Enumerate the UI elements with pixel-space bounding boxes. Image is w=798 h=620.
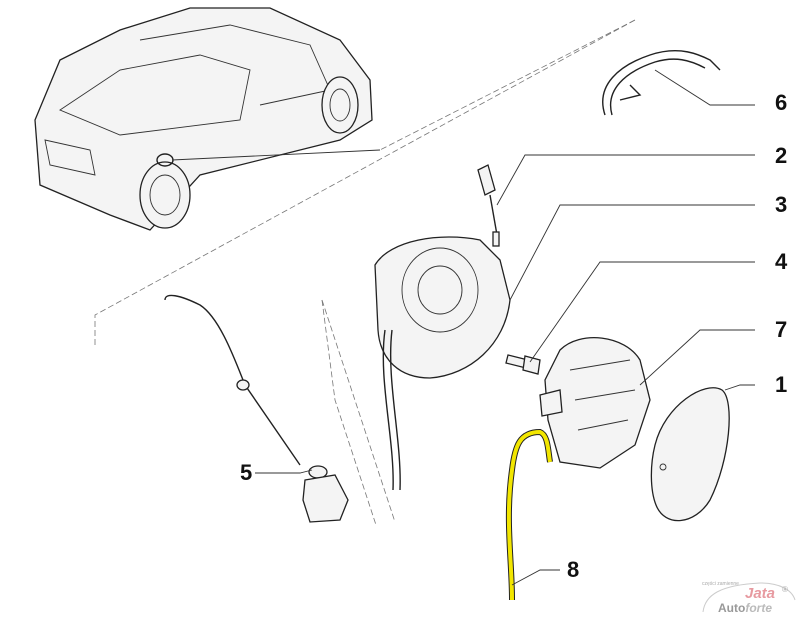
svg-text:Jata: Jata (745, 585, 775, 602)
watermark-logo: części zamienne Jata ® Autoforte (702, 581, 796, 615)
part-8-drain-hose (505, 428, 553, 601)
part-4-bolt (505, 354, 541, 375)
leader-lines (255, 69, 755, 586)
callout-5: 5 (240, 460, 252, 485)
callout-7: 7 (775, 317, 787, 342)
svg-text:części zamienne: części zamienne (702, 581, 739, 587)
highlighted-hose (506, 429, 552, 601)
part-2-rod (477, 164, 500, 247)
perspective-guides (94, 19, 636, 526)
callout-8: 8 (567, 557, 579, 582)
callout-4: 4 (775, 249, 788, 274)
part-1-fuel-door (650, 387, 730, 522)
part-7-door-bracket (539, 337, 651, 469)
callout-6: 6 (775, 90, 787, 115)
part-5-release-cable (164, 294, 349, 523)
callout-2: 2 (775, 143, 787, 168)
callout-1: 1 (775, 372, 787, 397)
part-3-filler-housing (374, 236, 511, 491)
car-illustration (34, 7, 381, 231)
part-6-wire-spring (602, 50, 721, 116)
svg-text:®: ® (782, 585, 788, 594)
svg-text:Autoforte: Autoforte (718, 601, 772, 615)
callout-3: 3 (775, 192, 787, 217)
